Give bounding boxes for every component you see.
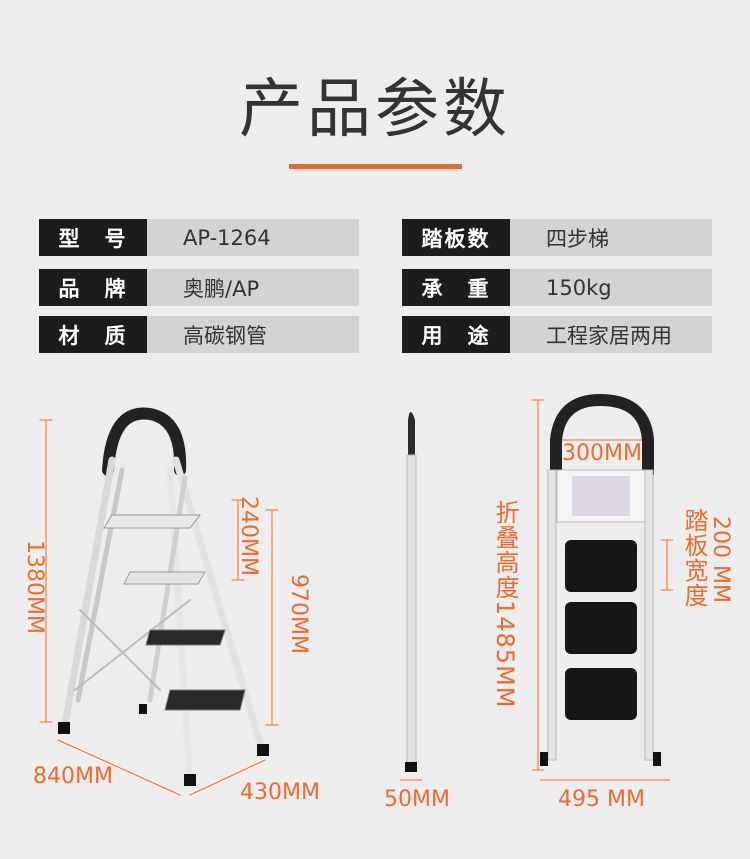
- spec-value: 150kg: [510, 269, 712, 306]
- spec-label: 品 牌: [39, 269, 147, 306]
- ladder-front-illustration: [532, 393, 673, 781]
- spec-row-brand: 品 牌 奥鹏/AP: [39, 269, 359, 306]
- spec-label: 用 途: [402, 316, 510, 353]
- dim-front-width: 495 MM: [558, 787, 645, 812]
- spec-value: 四步梯: [510, 219, 712, 256]
- dim-step-spacing: 240MM: [236, 496, 261, 576]
- page-title: 产品参数: [239, 73, 511, 147]
- spec-value: 工程家居两用: [510, 316, 712, 353]
- dim-step-width-value: 200 MM: [708, 516, 733, 603]
- spec-value: 奥鹏/AP: [147, 269, 359, 306]
- ladder-folded-illustration: [400, 412, 422, 781]
- spec-row-usage: 用 途 工程家居两用: [402, 316, 712, 353]
- spec-row-load: 承 重 150kg: [402, 269, 712, 306]
- spec-label: 材 质: [39, 316, 147, 353]
- ladder-open-illustration: [39, 407, 279, 796]
- spec-row-material: 材 质 高碳钢管: [39, 316, 359, 353]
- dim-top-width: 300MM: [562, 441, 642, 466]
- dim-width: 430MM: [240, 780, 320, 805]
- spec-value: AP-1264: [147, 219, 359, 256]
- dim-folded-height: 折叠高度1485MM: [491, 500, 519, 709]
- dim-step-width-label: 踏板宽度: [680, 508, 708, 608]
- dim-platform-height: 970MM: [286, 574, 311, 654]
- spec-row-model: 型 号 AP-1264: [39, 219, 359, 256]
- spec-row-steps: 踏板数 四步梯: [402, 219, 712, 256]
- dim-folded-thickness: 50MM: [384, 787, 450, 812]
- dim-height-total: 1380MM: [22, 540, 47, 634]
- spec-label: 踏板数: [402, 219, 510, 256]
- spec-label: 型 号: [39, 219, 147, 256]
- spec-label: 承 重: [402, 269, 510, 306]
- title-underline: [289, 164, 462, 169]
- dim-depth: 840MM: [33, 764, 113, 789]
- spec-value: 高碳钢管: [147, 316, 359, 353]
